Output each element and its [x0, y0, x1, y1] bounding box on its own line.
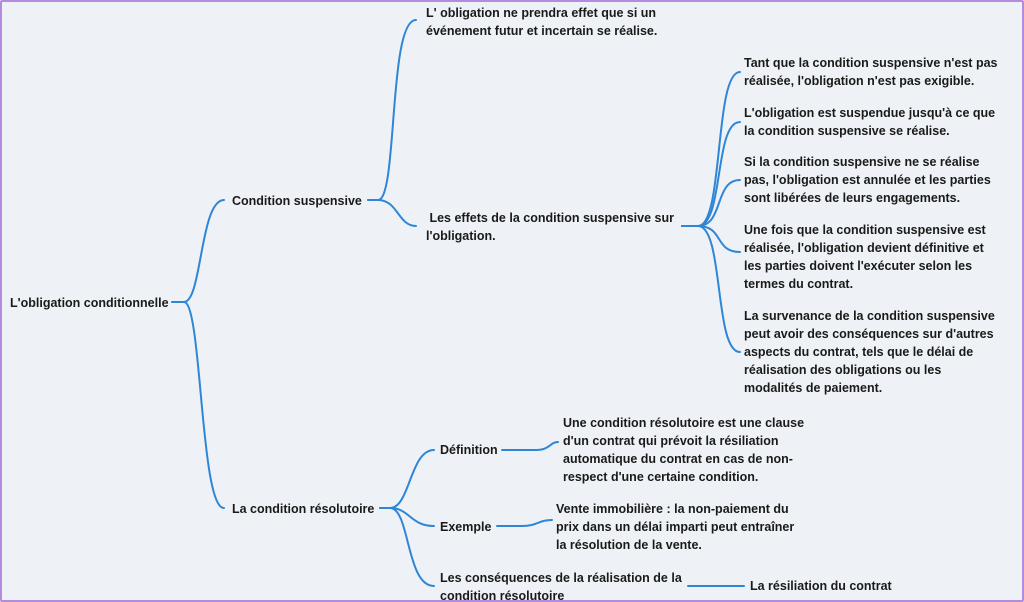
edge-effets-4 [681, 225, 741, 253]
effet-node-2[interactable]: L'obligation est suspendue jusqu'à ce qu… [744, 106, 996, 138]
edge-effets-1 [681, 71, 741, 227]
edge-suspensive-effets [367, 199, 417, 227]
suspensive-definition-node[interactable]: L' obligation ne prendra effet que si un… [426, 6, 658, 38]
resolutoire-exemple-text[interactable]: Vente immobilière : la non-paiement du p… [556, 502, 795, 552]
edge-resolutoire-exemple [379, 507, 435, 527]
edge-suspensive-definition [367, 19, 417, 201]
edge-resolutoire-consequences [379, 507, 435, 587]
edge-exemple-text [496, 519, 553, 527]
effet-node-3[interactable]: Si la condition suspensive ne se réalise… [744, 155, 991, 205]
edge-root-resolutoire [171, 301, 225, 509]
suspensive-effets-node[interactable]: Les effets de la condition suspensive su… [426, 211, 674, 243]
resolutoire-consequences-text[interactable]: La résiliation du contrat [750, 579, 892, 593]
resolutoire-consequences-node[interactable]: Les conséquences de la réalisation de la… [440, 571, 682, 602]
edge-definition-text [501, 441, 559, 451]
edge-root-suspensive [171, 199, 225, 303]
resolutoire-definition-text[interactable]: Une condition résolutoire est une clause… [563, 416, 805, 484]
resolutoire-definition-node[interactable]: Définition [440, 443, 498, 457]
root-node[interactable]: L'obligation conditionnelle [10, 296, 169, 310]
edge-effets-2 [681, 121, 741, 227]
effet-node-5[interactable]: La survenance de la condition suspensive… [744, 309, 995, 395]
effet-node-4[interactable]: Une fois que la condition suspensive est… [744, 223, 986, 291]
effet-node-1[interactable]: Tant que la condition suspensive n'est p… [744, 56, 998, 88]
edge-effets-5 [681, 225, 741, 353]
edge-resolutoire-definition [379, 449, 435, 509]
resolutoire-node[interactable]: La condition résolutoire [232, 502, 375, 516]
resolutoire-exemple-node[interactable]: Exemple [440, 520, 492, 534]
suspensive-node[interactable]: Condition suspensive [232, 194, 362, 208]
